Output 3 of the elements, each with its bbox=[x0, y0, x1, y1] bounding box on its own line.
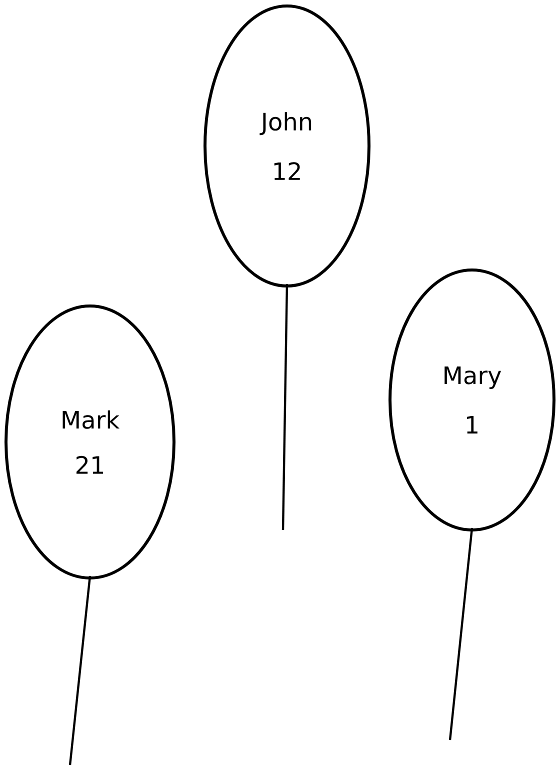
balloon: Mary 1 bbox=[388, 268, 556, 532]
balloon: John 12 bbox=[204, 4, 370, 288]
balloon: Mark 21 bbox=[4, 304, 176, 580]
